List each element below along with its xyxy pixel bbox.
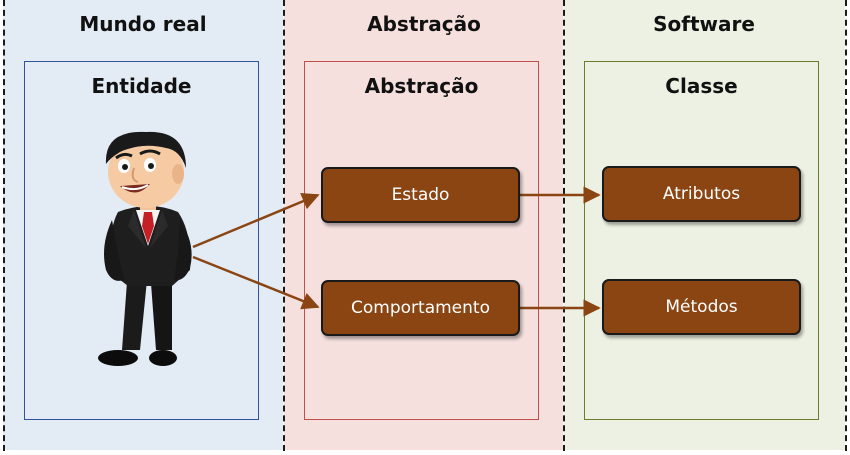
- arrow-entidade-comportamento: [192, 255, 320, 310]
- panel-title-abstracao: Abstração: [364, 74, 479, 98]
- panel-classe: Classe: [584, 61, 819, 420]
- dashed-divider: [283, 0, 285, 451]
- dashed-divider: [3, 0, 5, 451]
- dashed-divider: [845, 0, 847, 451]
- node-atributos: Atributos: [602, 166, 801, 222]
- node-comportamento: Comportamento: [321, 280, 520, 336]
- node-estado: Estado: [321, 167, 520, 223]
- panel-title-classe: Classe: [665, 74, 738, 98]
- dashed-divider: [563, 0, 565, 451]
- column-title-software: Software: [653, 12, 755, 36]
- panel-title-entidade: Entidade: [91, 74, 192, 98]
- column-title-abstracao: Abstração: [367, 12, 481, 36]
- panel-abstracao: Abstração: [304, 61, 539, 420]
- node-metodos: Métodos: [602, 279, 801, 335]
- column-title-mundo-real: Mundo real: [79, 12, 207, 36]
- arrow-entidade-estado: [192, 192, 320, 249]
